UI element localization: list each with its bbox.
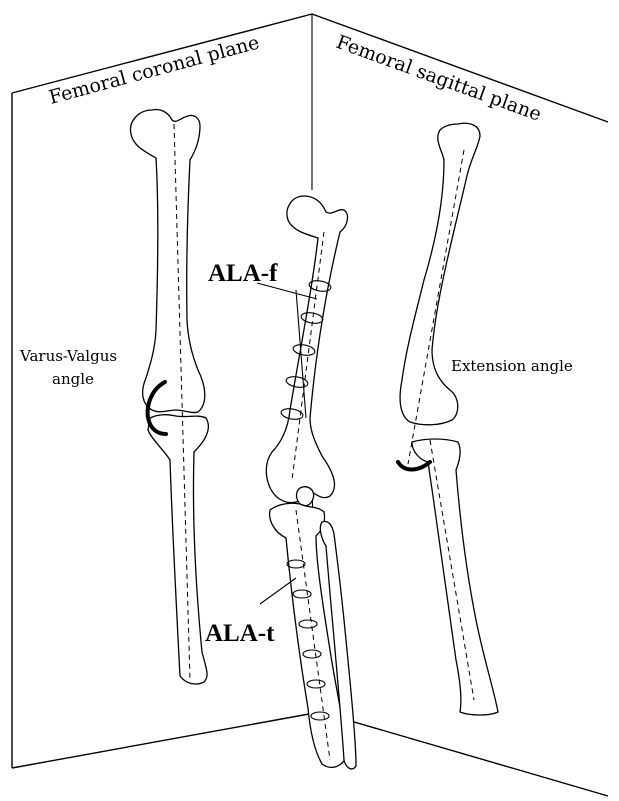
center-patella	[297, 487, 314, 506]
sagittal-plane-top-edge	[312, 14, 608, 122]
varus-valgus-label-line2: angle	[52, 370, 94, 388]
sagittal-plane-title: Femoral sagittal plane	[333, 31, 544, 126]
sagittal-femur	[400, 123, 480, 424]
sagittal-plane-bottom-edge	[320, 712, 608, 796]
coronal-plane-bottom-edge	[12, 712, 320, 768]
ala-f-label: ALA-f	[208, 260, 278, 287]
coronal-femur	[131, 109, 205, 412]
extension-angle-label: Extension angle	[451, 357, 573, 375]
coronal-leg	[131, 109, 209, 684]
coronal-plane-top-edge	[12, 14, 312, 93]
sagittal-leg	[398, 123, 498, 715]
coronal-plane-title: Femoral coronal plane	[47, 31, 262, 108]
center-femur	[266, 196, 347, 503]
coronal-tibia	[148, 415, 208, 684]
sagittal-tibia	[412, 439, 498, 715]
ala-t-label: ALA-t	[205, 620, 275, 647]
extension-angle-arc	[398, 462, 430, 470]
varus-valgus-label-line1: Varus-Valgus	[19, 347, 117, 365]
ala-t-leader-line	[260, 578, 296, 604]
